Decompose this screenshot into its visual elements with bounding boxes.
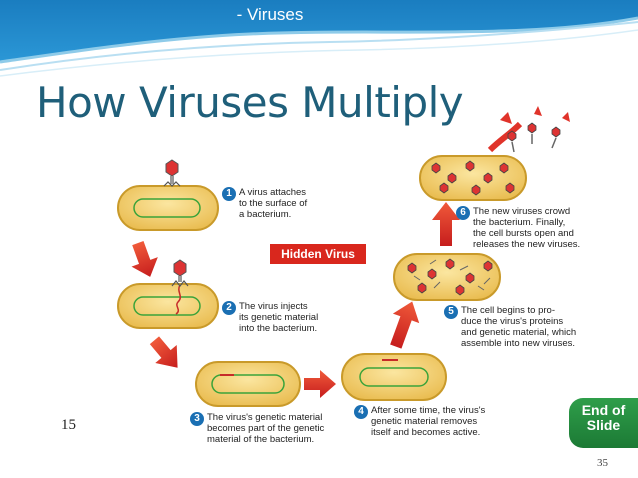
step-5-caption: 5 The cell begins to pro- duce the virus… (444, 305, 626, 349)
step-5-text: The cell begins to pro- duce the virus's… (461, 305, 577, 349)
step-1-badge: 1 (222, 187, 236, 201)
arrow-step4-to-5 (390, 301, 420, 349)
slide-number: 35 (597, 457, 608, 469)
step-6-badge: 6 (456, 206, 470, 220)
step-5-badge: 5 (444, 305, 458, 319)
step-1-text: A virus attaches to the surface of a bac… (239, 187, 308, 220)
step-3-caption: 3 The virus's genetic material becomes p… (190, 412, 367, 445)
step-4-text: After some time, the virus's genetic mat… (371, 405, 486, 438)
bacterium-step2 (117, 283, 219, 329)
step-2-caption: 2 The virus injects its genetic material… (222, 301, 379, 334)
bacterium-step6 (419, 155, 527, 201)
virus-injecting-icon (171, 259, 189, 287)
end-of-slide-button[interactable]: End of Slide (569, 398, 638, 448)
hidden-virus-button[interactable]: Hidden Virus (270, 244, 366, 264)
virus-attaching-icon (163, 159, 181, 187)
bacterium-step4 (341, 353, 447, 401)
slide-subtitle: - Viruses (236, 5, 304, 24)
end-of-slide-line2: Slide (586, 417, 621, 433)
step-6-caption: 6 The new viruses crowd the bacterium. F… (456, 206, 633, 250)
step-2-badge: 2 (222, 301, 236, 315)
arrow-step1-to-2 (131, 241, 158, 277)
slide-title: How Viruses Multiply (36, 78, 464, 127)
bacterium-step5 (393, 253, 501, 301)
arrow-step3-to-4 (304, 370, 336, 398)
step-4-caption: 4 After some time, the virus's genetic m… (354, 405, 531, 438)
header-band: - Viruses (0, 0, 638, 80)
arrow-step5-to-6 (432, 202, 460, 246)
header-wave-graphic (0, 0, 638, 77)
bacterium-step3 (195, 361, 301, 407)
end-of-slide-line1: End of (581, 402, 626, 418)
step-1-caption: 1 A virus attaches to the surface of a b… (222, 187, 379, 220)
step-3-badge: 3 (190, 412, 204, 426)
arrow-step2-to-3 (149, 336, 178, 368)
step-3-text: The virus's genetic material becomes par… (207, 412, 325, 445)
step-6-text: The new viruses crowd the bacterium. Fin… (473, 206, 581, 250)
step-2-text: The virus injects its genetic material i… (239, 301, 319, 334)
step-4-badge: 4 (354, 405, 368, 419)
textbook-page-number: 15 (61, 417, 76, 433)
released-viruses (487, 106, 570, 153)
bacterium-step1 (117, 185, 219, 231)
